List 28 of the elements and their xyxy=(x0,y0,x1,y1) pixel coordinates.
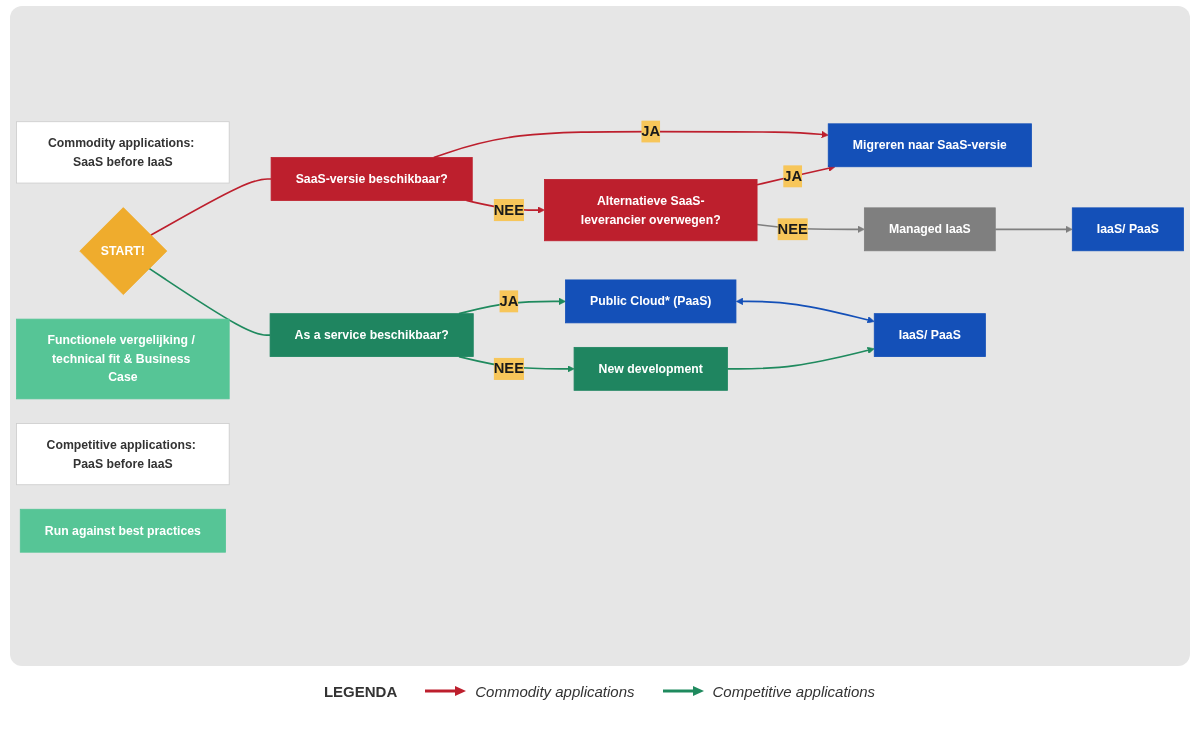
node-box: Alternatieve SaaS-leverancier overwegen? xyxy=(543,178,757,241)
arrow xyxy=(735,297,875,323)
node-diamond: START! xyxy=(78,206,167,295)
node-box: Public Cloud* (PaaS) xyxy=(564,279,736,323)
node-box: Commodity applications: SaaS before IaaS xyxy=(15,120,230,184)
legend-label: Commodity applications xyxy=(475,682,635,700)
node-box: Managed IaaS xyxy=(863,207,996,251)
node-box: New development xyxy=(573,346,728,391)
node-box: Functionele vergelijking / technical fit & Business Case xyxy=(15,318,230,399)
edge-label: NEE xyxy=(493,359,524,377)
arrow xyxy=(993,225,1073,233)
arrow xyxy=(726,346,875,370)
edge-label: NEE xyxy=(777,220,808,237)
legend-heading: LEGENDA xyxy=(323,682,398,700)
node-box: Migreren naar SaaS-versie xyxy=(827,123,1032,167)
edge-label: JA xyxy=(640,122,660,139)
legend-label: Competitive applications xyxy=(712,682,876,700)
node-box: Competitive applications: PaaS before IaaS xyxy=(15,422,230,485)
node-box: IaaS/ PaaS xyxy=(873,312,986,357)
node-box: As a service beschikbaar? xyxy=(269,312,474,357)
node-box: SaaS-versie beschikbaar? xyxy=(270,156,473,201)
connector xyxy=(147,267,271,336)
edge-label: JA xyxy=(498,292,518,309)
edge-label: NEE xyxy=(493,201,524,218)
connector xyxy=(149,177,272,236)
node-box: Run against best practices xyxy=(19,508,226,553)
edge-label: JA xyxy=(782,167,802,184)
node-box: IaaS/ PaaS xyxy=(1071,207,1184,251)
